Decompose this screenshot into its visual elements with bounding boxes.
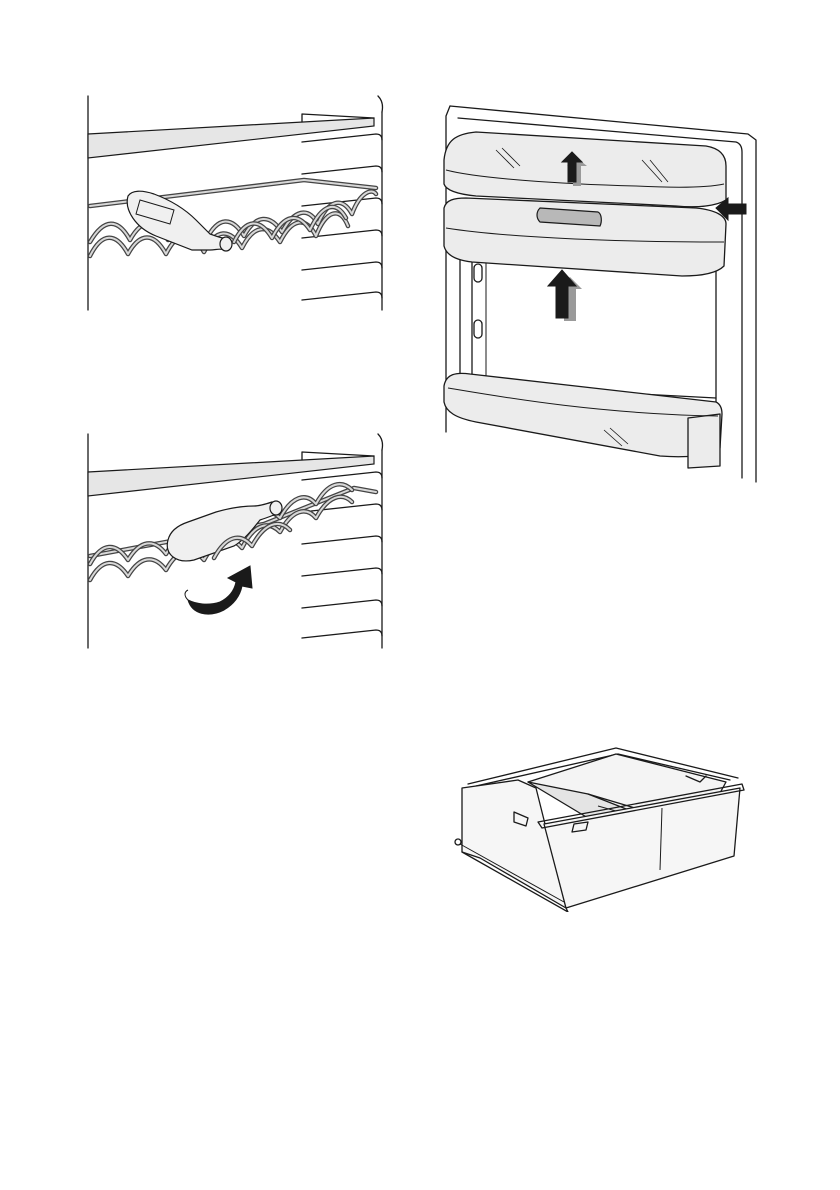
door-balcony-removal-illustration [436,96,760,486]
curved-lift-arrow-icon [188,566,252,614]
wine-rack-tilted-illustration [84,430,388,652]
crisper-drawer-illustration [448,740,748,912]
wine-rack-flat-illustration [84,92,388,314]
